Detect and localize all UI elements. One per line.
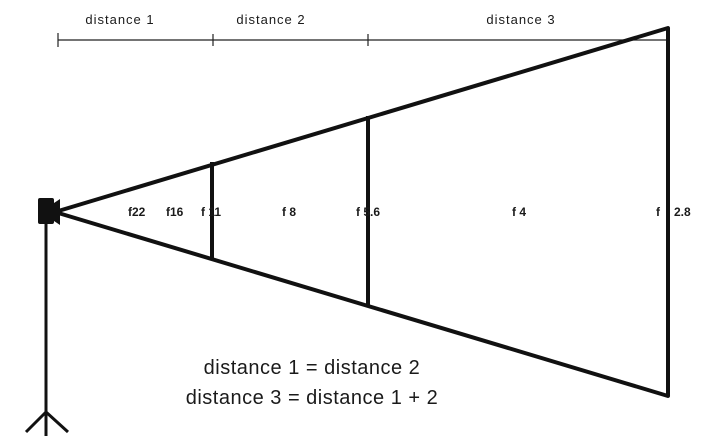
light-stand-leg-left (24, 410, 48, 434)
flash-on-stand-icon (24, 198, 70, 436)
fstop-f22-label: f22 (128, 205, 146, 219)
distance-3-label: distance 3 (486, 12, 555, 27)
fstop-f5.6-label: f 5.6 (356, 205, 380, 219)
fstop-f2.8-value: 2.8 (674, 205, 691, 219)
equation-line-1: distance 1 = distance 2 (204, 357, 421, 379)
distance-ruler (57, 32, 669, 47)
light-cone-top-edge (53, 26, 670, 214)
light-cone (53, 26, 670, 398)
equation-line-2: distance 3 = distance 1 + 2 (186, 387, 439, 409)
fstop-f8-label: f 8 (282, 205, 296, 219)
fstop-f16-label: f16 (166, 205, 184, 219)
fstop-f4-label: f 4 (512, 205, 526, 219)
distance-2-label: distance 2 (236, 12, 305, 27)
light-stand-leg-right (44, 410, 70, 434)
distance-1-label: distance 1 (85, 12, 154, 27)
light-cone-bottom-edge (53, 210, 670, 398)
flash-reflector-icon (54, 199, 60, 225)
flash-head-icon (38, 198, 54, 224)
fstop-f11-label: f 11 (201, 205, 221, 219)
fstop-f2.8-prefix: f (656, 205, 661, 219)
